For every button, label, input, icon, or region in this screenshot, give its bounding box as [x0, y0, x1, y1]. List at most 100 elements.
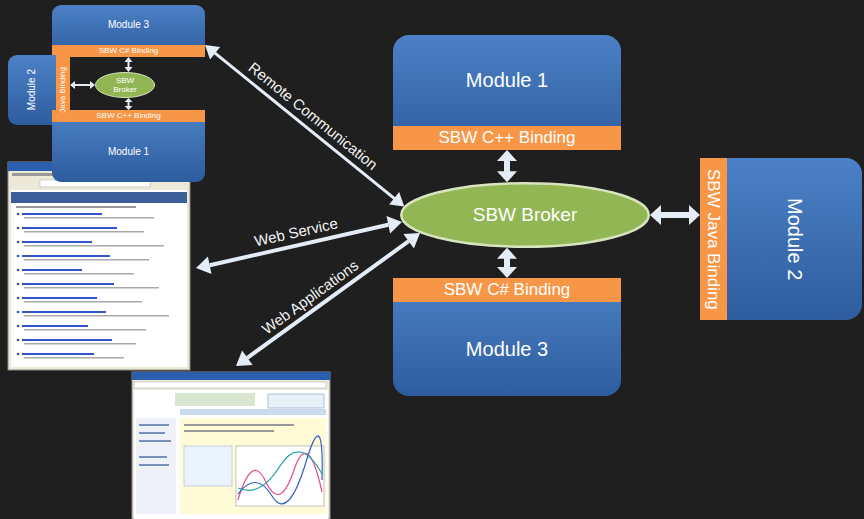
arrow-shaft — [661, 212, 690, 218]
arrow-label: Web Applications — [259, 256, 362, 337]
bullet — [17, 241, 20, 244]
module-box: Module 3SBW C# Binding — [52, 5, 205, 57]
page-header — [11, 192, 187, 203]
text-line — [184, 430, 274, 432]
bullet — [17, 353, 20, 356]
connector-arrow — [497, 248, 517, 278]
broker-ellipse: SBW Broker — [95, 72, 155, 98]
binding-label: SBW C# Binding — [99, 46, 159, 55]
module-label: Module 1 — [108, 146, 149, 158]
module-label: Module 1 — [466, 69, 548, 92]
link-line — [22, 241, 92, 243]
link-line — [22, 255, 110, 257]
content-panel — [180, 418, 326, 514]
arrow-head — [497, 248, 517, 259]
connector-arrow — [650, 205, 700, 225]
arrow-shaft — [247, 241, 408, 358]
binding-band: SBW Java Binding — [700, 158, 727, 320]
link-line — [22, 297, 97, 299]
arrow-shaft — [504, 258, 510, 267]
web-service-arrow — [196, 216, 402, 274]
link-line — [22, 283, 114, 285]
link-line — [22, 227, 117, 229]
binding-label: Java Binding — [58, 67, 67, 113]
connector-arrow — [497, 150, 517, 182]
connector-arrow — [124, 98, 132, 110]
connector-arrow — [124, 57, 132, 72]
plot-curve — [238, 452, 322, 491]
module-box: Module 2 Java Binding — [8, 55, 70, 125]
ellipse-outline — [95, 72, 155, 98]
arrow-head — [124, 67, 132, 72]
window-frame — [8, 162, 190, 370]
arrow-head — [387, 216, 403, 234]
page-area — [134, 390, 328, 519]
module-box: Module 1 SBW C++ Binding — [52, 110, 205, 182]
arrow-shaft — [215, 53, 395, 199]
binding-band: Java Binding — [56, 55, 70, 125]
bullet — [17, 325, 20, 328]
title-bar — [8, 162, 190, 171]
arrow-head — [205, 45, 220, 59]
arrow-label: Web Service — [253, 214, 339, 249]
bullet — [17, 283, 20, 286]
arrow-head — [650, 205, 661, 225]
bullet — [17, 255, 20, 258]
menu-bar — [12, 173, 72, 176]
text-line — [24, 287, 159, 289]
nav-bar — [180, 409, 326, 415]
ellipse-outline — [400, 182, 650, 248]
logo-badge — [268, 394, 324, 408]
module-label: Module 2 — [26, 69, 38, 110]
binding-band: SBW C# Binding — [393, 278, 621, 302]
menu-line — [139, 464, 169, 466]
link-line — [22, 339, 112, 341]
text-field — [184, 446, 232, 486]
module-label: Module 3 — [466, 338, 548, 361]
menu-line — [139, 432, 165, 434]
text-line — [16, 206, 136, 208]
menu-line — [139, 456, 167, 458]
broker-label: SBW Broker — [103, 76, 146, 94]
connector-label: Remote Communication — [245, 58, 381, 173]
module-box: Module 3 SBW C# Binding — [393, 278, 621, 396]
connector-arrow — [70, 81, 95, 89]
text-line — [24, 259, 149, 261]
text-line — [24, 315, 169, 317]
text-line — [184, 424, 294, 426]
arrow-head — [70, 81, 75, 89]
arrow-shaft — [127, 62, 129, 68]
arrow-head — [497, 150, 517, 161]
side-menu — [136, 418, 176, 514]
text-line — [24, 343, 136, 345]
module-box: Module 2 SBW Java Binding — [700, 158, 862, 320]
binding-band: SBW C++ Binding — [393, 126, 621, 150]
binding-label: SBW C++ Binding — [96, 111, 160, 120]
text-line — [24, 301, 142, 303]
arrow-head — [497, 267, 517, 278]
arrow-shaft — [75, 84, 91, 86]
site-logo — [175, 393, 255, 406]
web-applications-arrow — [236, 233, 420, 366]
link-line — [22, 325, 88, 327]
arrow-head — [236, 351, 253, 367]
bullet — [17, 311, 20, 314]
broker-ellipse: SBW Broker — [400, 182, 650, 248]
module-label: Module 2 — [783, 198, 806, 280]
page-area — [11, 190, 187, 367]
arrow-shaft — [210, 225, 389, 265]
text-line — [24, 329, 146, 331]
arrow-shaft — [127, 101, 129, 106]
binding-label: SBW C++ Binding — [438, 128, 575, 148]
bullet — [17, 213, 20, 216]
text-line — [24, 245, 164, 247]
arrow-head — [196, 256, 212, 274]
web-service-screenshot — [8, 162, 190, 370]
web-application-screenshot — [132, 372, 330, 519]
arrow-head — [497, 171, 517, 182]
binding-band: SBW C# Binding — [52, 45, 205, 57]
bullet — [17, 297, 20, 300]
bullet — [17, 227, 20, 230]
address-bar — [134, 382, 326, 388]
